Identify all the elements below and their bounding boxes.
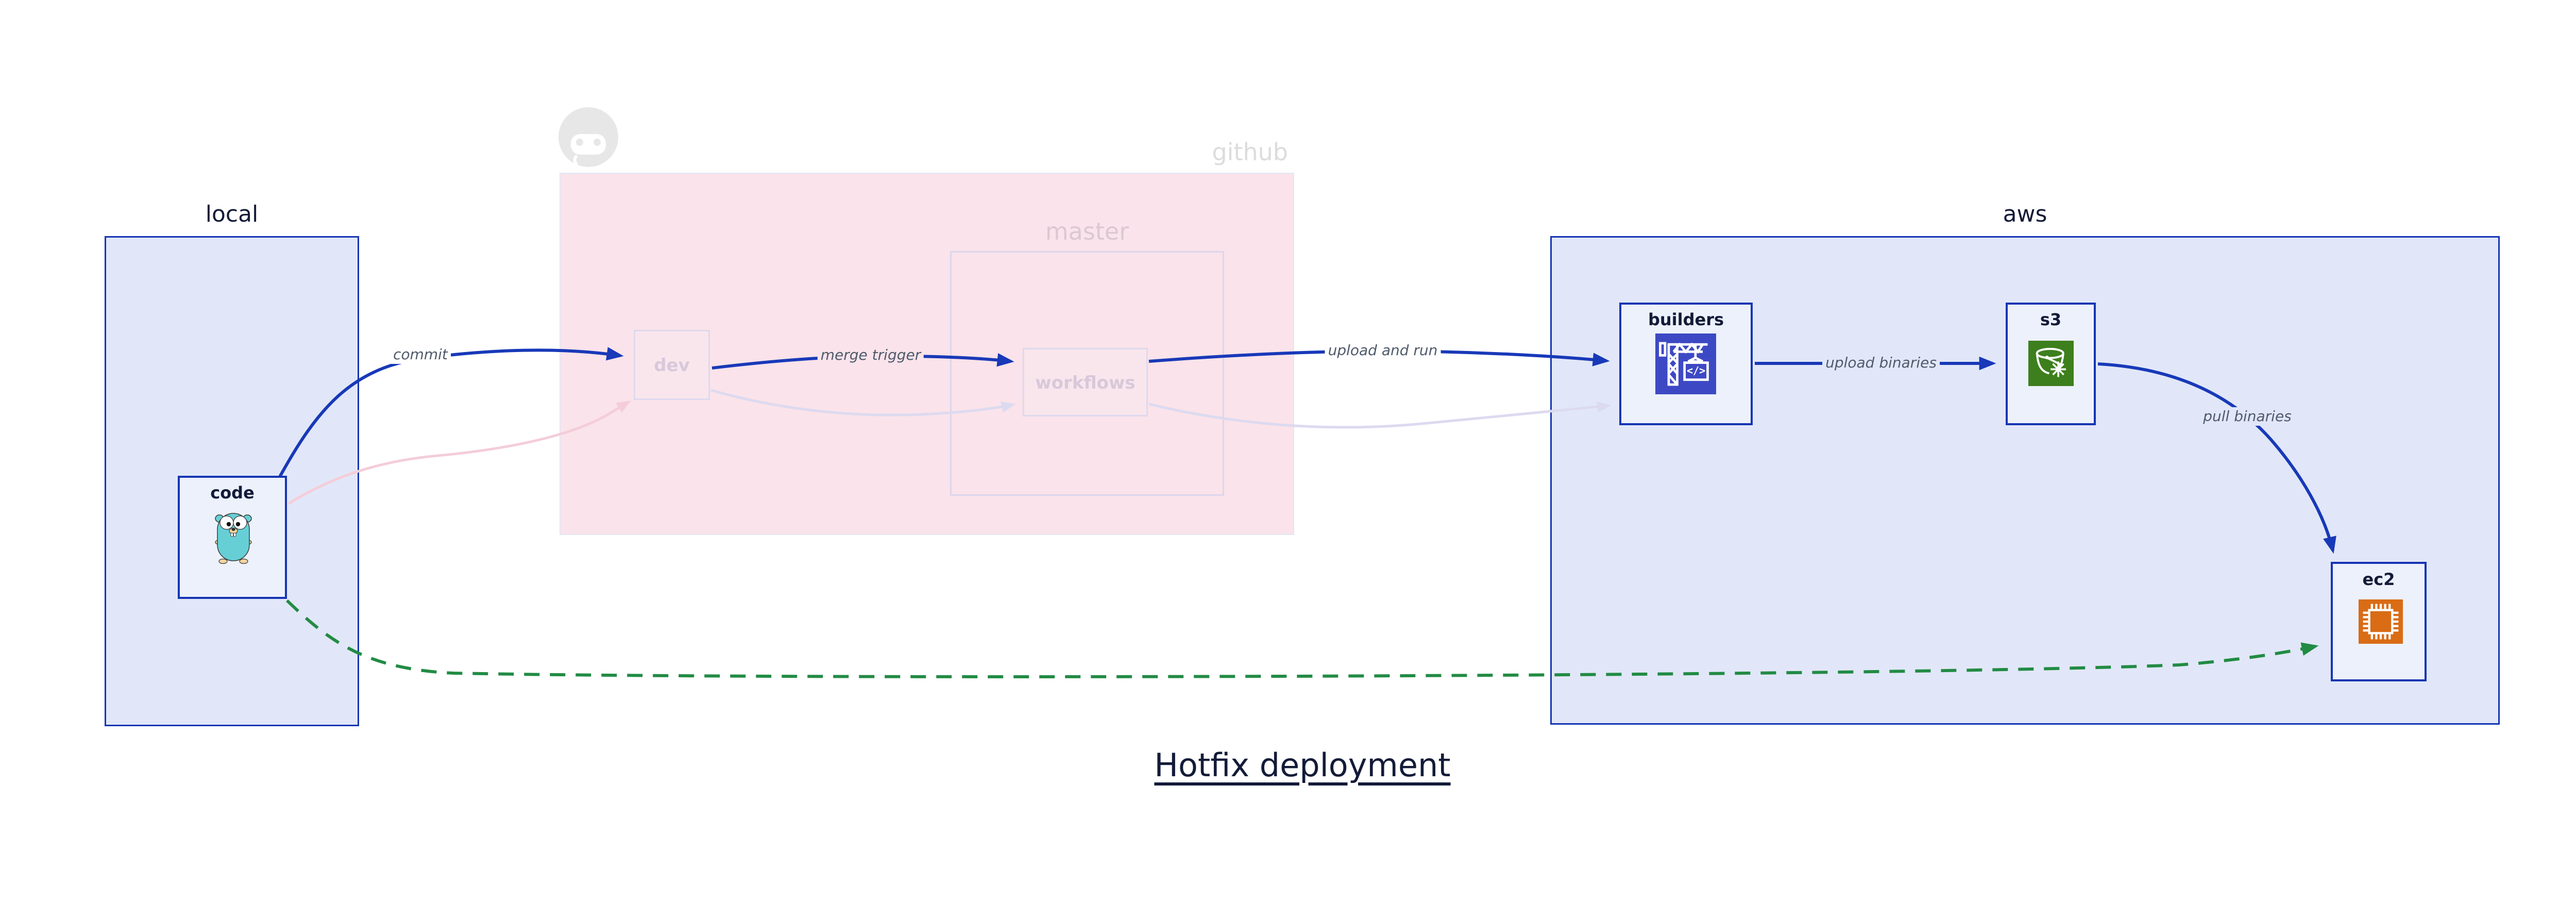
master-branch-box	[950, 251, 1224, 496]
edge-label-upload-binaries: upload binaries	[1822, 354, 1940, 373]
go-gopher-icon	[215, 510, 252, 564]
node-dev	[634, 330, 710, 400]
codebuild-crane-icon: </>	[1655, 333, 1716, 394]
local-label: local	[205, 201, 259, 227]
node-workflows-label: workflows	[1035, 373, 1136, 393]
node-code-label: code	[210, 483, 255, 503]
github-label: github	[1212, 138, 1288, 166]
edge-label-pull-binaries: pull binaries	[2200, 407, 2295, 426]
codebuild-code-glyph: </>	[1687, 364, 1705, 377]
node-ec2-label: ec2	[2362, 570, 2395, 589]
node-builders-label: builders	[1648, 310, 1724, 329]
aws-label: aws	[2003, 201, 2047, 227]
ec2-chip-icon	[2359, 599, 2403, 644]
node-s3-label: s3	[2040, 310, 2062, 329]
node-dev-label: dev	[654, 355, 690, 376]
edge-faded-code-to-dev	[287, 400, 631, 505]
s3-glacier-bucket-icon	[2028, 341, 2074, 386]
edge-label-merge-trigger: merge trigger	[817, 346, 924, 365]
edge-faded-workflows-to-builders	[1148, 401, 1612, 429]
edge-hotfix-code-to-ec2	[285, 599, 2319, 678]
edge-faded-dev-to-workflows	[710, 389, 1016, 416]
github-octocat-icon	[556, 104, 620, 168]
node-workflows	[1023, 348, 1148, 416]
diagram-title: Hotfix deployment	[1154, 746, 1451, 784]
master-label: master	[1045, 218, 1129, 245]
edge-commit	[278, 347, 624, 478]
edge-label-commit: commit	[390, 345, 451, 364]
edge-pull-binaries	[2097, 362, 2336, 554]
edge-label-upload-and-run: upload and run	[1325, 341, 1441, 360]
